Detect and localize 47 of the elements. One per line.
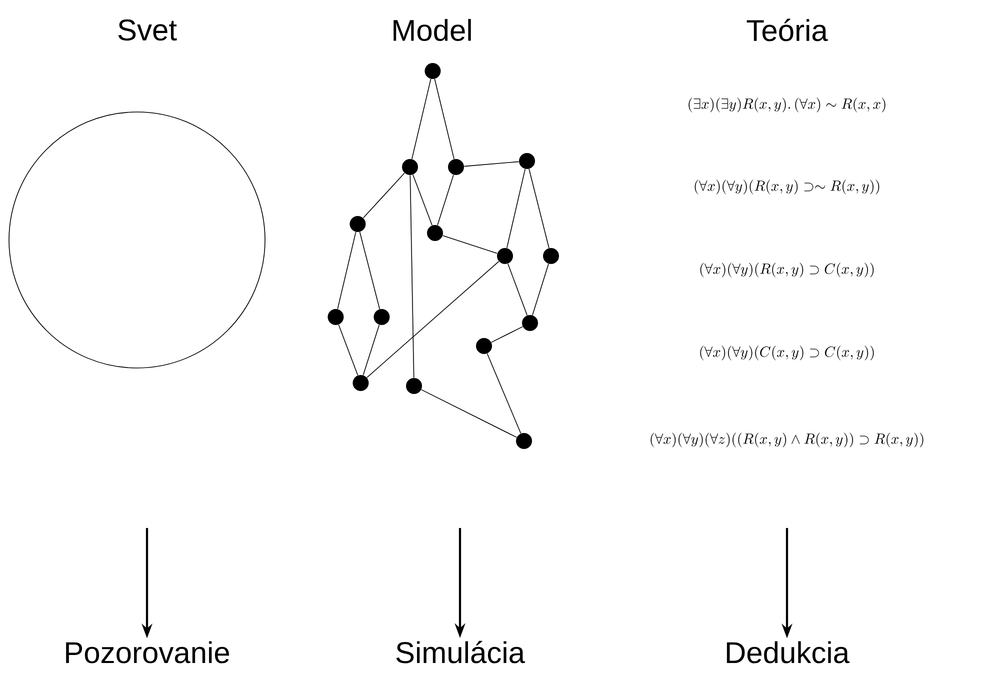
formula: $(\forall x)(\forall y)(\forall z)((R(x,y)\wedge R(x,y))\supset R(x,y))$ bbox=[650, 432, 924, 448]
column-heading: Teória bbox=[746, 18, 828, 42]
graph-edge bbox=[359, 232, 380, 310]
graph-vertex bbox=[374, 309, 390, 325]
graph-vertex bbox=[497, 248, 513, 264]
graph-vertex bbox=[402, 159, 418, 175]
circle bbox=[8, 112, 266, 368]
graph-edge bbox=[421, 389, 518, 438]
graph-edge bbox=[486, 353, 522, 434]
graph-edge bbox=[434, 78, 454, 160]
graph-vertex bbox=[516, 433, 532, 449]
graph-edge bbox=[338, 324, 358, 376]
graph-edge bbox=[412, 174, 432, 226]
graph-vertex bbox=[424, 63, 441, 79]
graph-vertex bbox=[427, 225, 443, 241]
graph-edge bbox=[412, 78, 432, 160]
graph-edge bbox=[464, 161, 520, 167]
graph-edge bbox=[362, 324, 380, 376]
formula: $(\forall x)(\forall y)(C(x,y)\supset C(x,y))$ bbox=[700, 346, 874, 360]
graph-edge bbox=[532, 263, 549, 316]
graph-vertex bbox=[522, 315, 538, 331]
graph-vertex bbox=[519, 153, 535, 169]
formula: $(\forall x)(\forall y)(R(x,y)\supset\sim R(x,y))$ bbox=[694, 180, 880, 194]
graph-edge bbox=[528, 168, 550, 248]
graph-vertex bbox=[448, 159, 464, 175]
graph-edge bbox=[442, 235, 498, 254]
caption-text: Simulácia bbox=[396, 640, 525, 664]
graph-vertex bbox=[476, 338, 492, 354]
graph-vertex bbox=[406, 378, 422, 394]
formula: $(\forall x)(\forall y)(R(x,y)\supset C(x,y))$ bbox=[700, 262, 874, 278]
graph-vertex bbox=[328, 309, 344, 325]
graph-edge bbox=[362, 172, 405, 218]
graph-edge bbox=[337, 232, 356, 310]
caption-text: Pozorovanie bbox=[66, 641, 230, 664]
caption-text: Dedukcia bbox=[726, 641, 850, 664]
graph-edge bbox=[437, 174, 454, 226]
graph-edge bbox=[508, 263, 528, 316]
graph-vertex bbox=[350, 216, 366, 232]
column-heading: Model bbox=[394, 18, 471, 41]
column-heading: Svet bbox=[118, 19, 177, 41]
graph-vertex bbox=[352, 375, 369, 391]
formula: $(\exists x)(\exists y)R(x,y).\,(\forall x)\sim R(x,x)$ bbox=[688, 98, 886, 112]
graph-vertex bbox=[543, 248, 559, 264]
graph-edge bbox=[506, 168, 526, 248]
graph-edge bbox=[410, 174, 414, 378]
graph-edge bbox=[366, 261, 500, 378]
graph-edge bbox=[491, 326, 524, 343]
